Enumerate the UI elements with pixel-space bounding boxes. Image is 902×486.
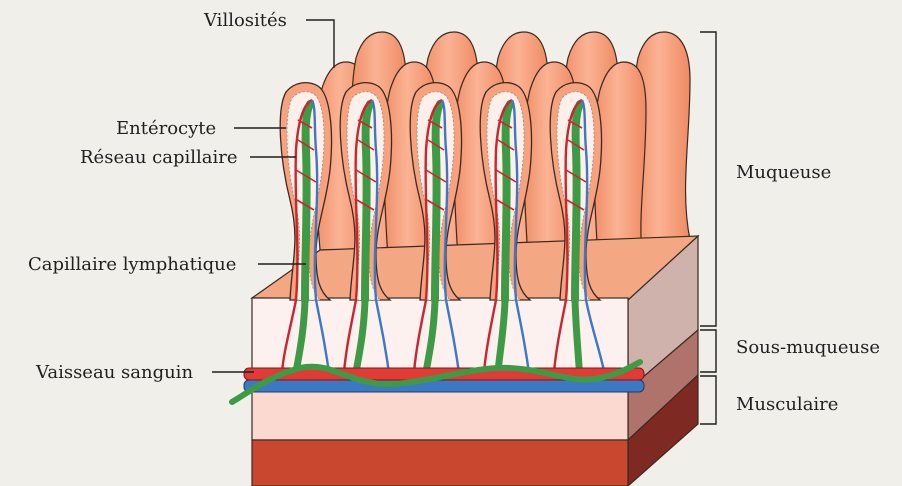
sous-muqueuse-bracket xyxy=(700,330,716,372)
label-capillaire-lymphatique: Capillaire lymphatique xyxy=(28,254,236,275)
layer-brackets xyxy=(700,32,716,424)
label-enterocyte: Entérocyte xyxy=(116,118,216,139)
muscle-front-face xyxy=(252,440,628,486)
musculaire-bracket xyxy=(700,376,716,424)
villosites-leader xyxy=(306,20,334,68)
label-musculaire: Musculaire xyxy=(736,394,838,415)
tissue-block xyxy=(252,236,698,486)
label-muqueuse: Muqueuse xyxy=(736,162,831,183)
label-vaisseau-sanguin: Vaisseau sanguin xyxy=(35,362,193,383)
label-villosites: Villosités xyxy=(203,10,287,31)
label-sous-muqueuse: Sous-muqueuse xyxy=(736,337,880,358)
muqueuse-bracket xyxy=(700,32,716,326)
label-reseau-capillaire: Réseau capillaire xyxy=(80,147,238,168)
submucosa-front-face xyxy=(252,390,628,440)
